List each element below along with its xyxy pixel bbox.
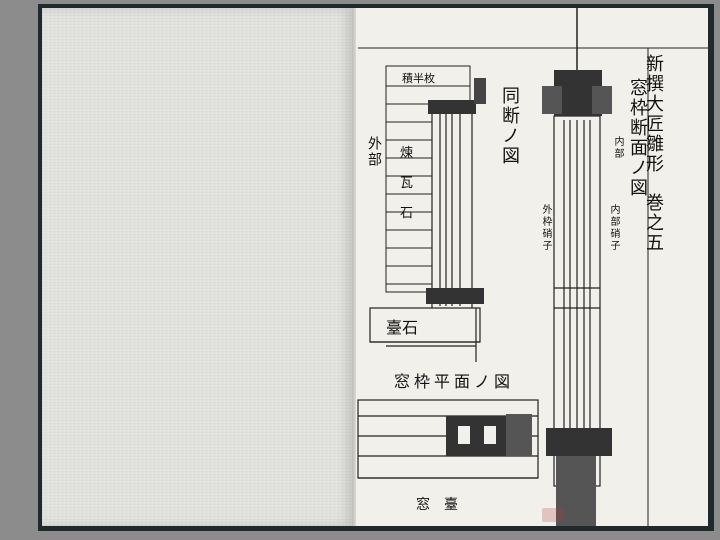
wall-label-2: 瓦 xyxy=(400,176,414,191)
exterior-glass-label: 外枠硝子 xyxy=(540,204,551,252)
side-label: 外部 xyxy=(366,136,382,168)
sill-label: 臺石 xyxy=(386,318,419,337)
book-gutter xyxy=(352,8,358,526)
blank-left-page xyxy=(42,8,352,526)
plan-title: 窓枠平面ノ図 xyxy=(394,372,515,391)
interior-glass-label: 内部硝子 xyxy=(608,204,619,252)
volume-label: 巻之五 xyxy=(643,193,664,253)
wall-label-3: 石 xyxy=(400,206,414,221)
library-seal xyxy=(542,508,564,522)
interior-label: 内部 xyxy=(612,136,623,160)
tall-window-section xyxy=(553,115,601,487)
architectural-drawing xyxy=(357,8,708,526)
running-head: 新撰大匠雛形 xyxy=(643,54,664,174)
illustrated-right-page: 新撰大匠雛形 巻之五 窓枠断面ノ図 同断ノ図 外部 積半枚 煉 瓦 石 臺石 窓… xyxy=(356,8,708,526)
top-label: 積半枚 xyxy=(402,72,435,85)
title-right: 窓枠断面ノ図 xyxy=(627,78,648,198)
wall-label-1: 煉 xyxy=(400,146,414,161)
base-label: 窓臺 xyxy=(416,497,472,513)
title-center: 同断ノ図 xyxy=(499,86,520,166)
window-frame-section xyxy=(431,103,473,311)
